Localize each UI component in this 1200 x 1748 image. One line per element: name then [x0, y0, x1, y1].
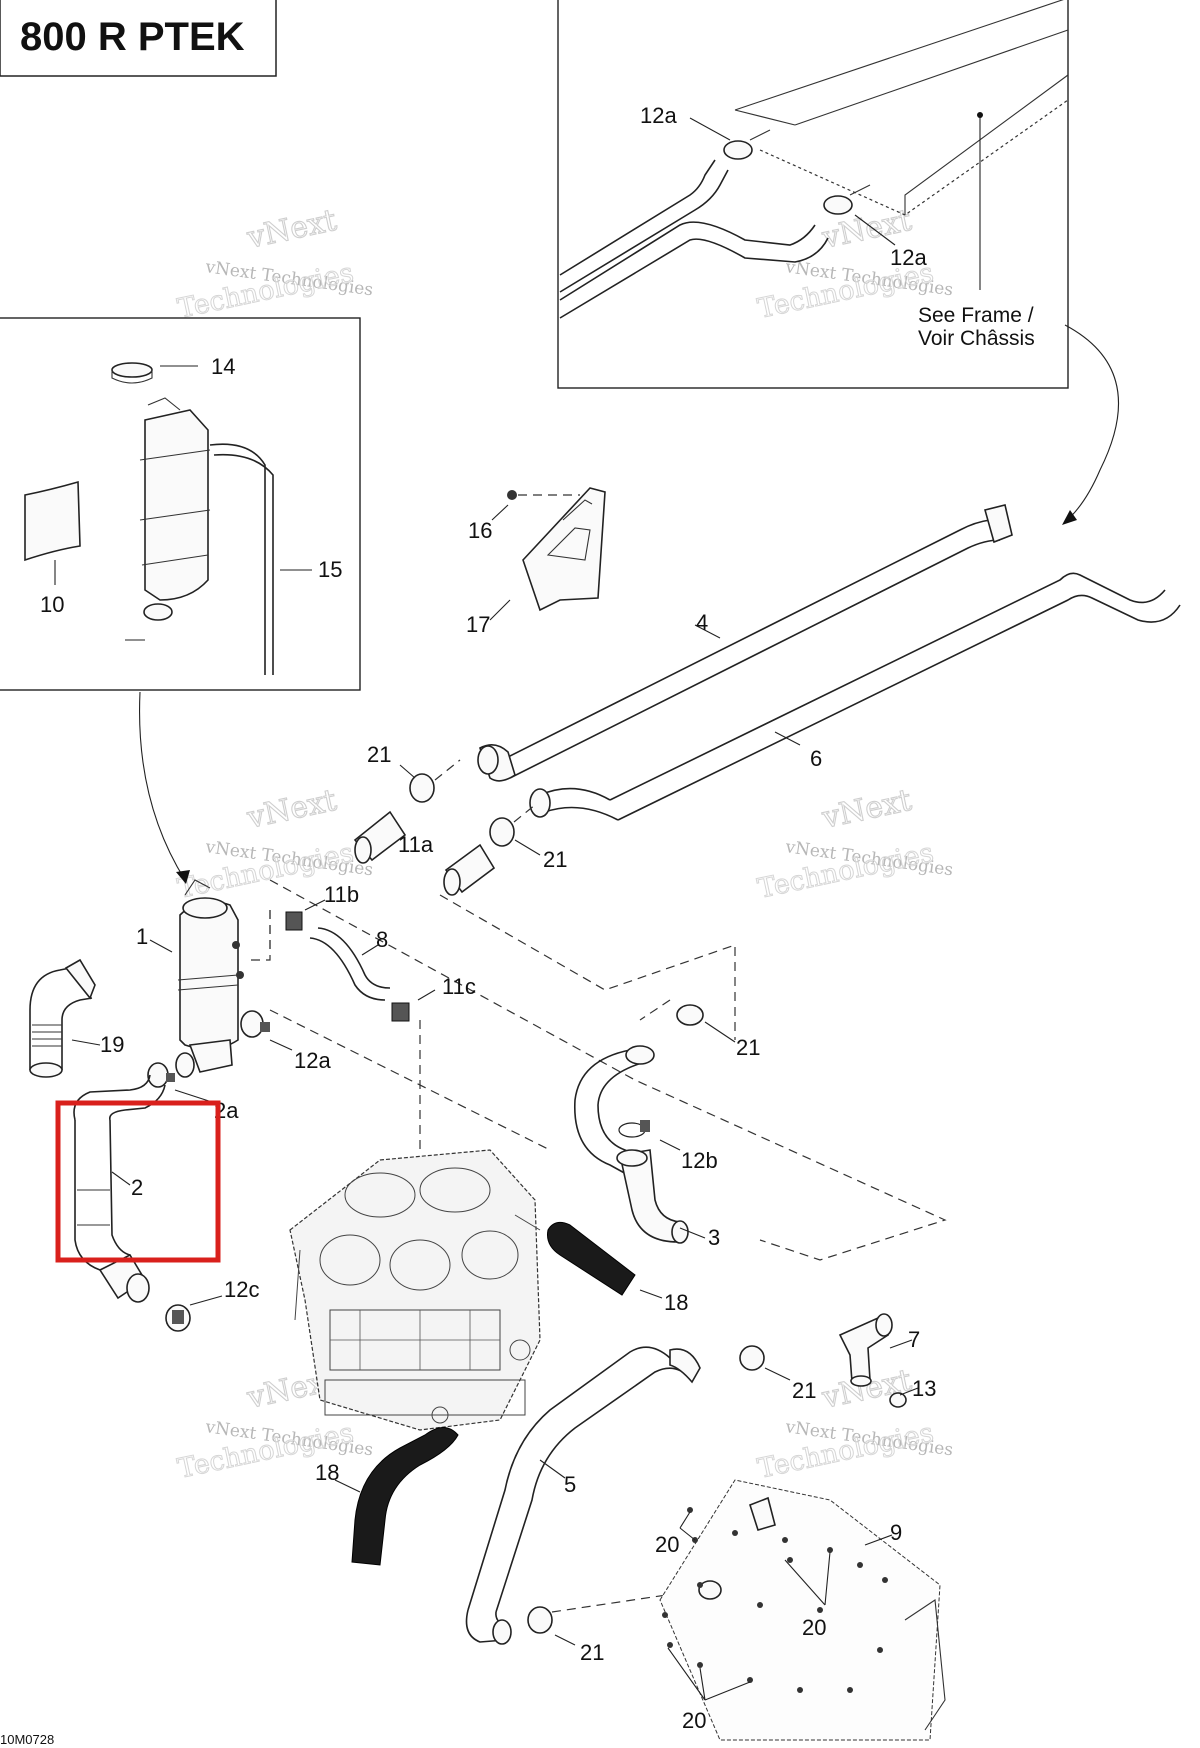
- clamp-12c: 12c: [165, 1277, 259, 1332]
- hose-19: 19: [29, 958, 124, 1078]
- callout-11a: 11a: [398, 832, 434, 857]
- callout-9: 9: [890, 1520, 902, 1545]
- callout-12a-top-2: 12a: [890, 245, 927, 270]
- callout-12c: 12c: [224, 1277, 259, 1302]
- hose-18-lower: 18: [315, 1427, 459, 1566]
- callout-19: 19: [100, 1032, 124, 1057]
- callout-4: 4: [696, 610, 708, 635]
- connect-line-5: [639, 999, 671, 1021]
- callout-18-lower: 18: [315, 1460, 339, 1485]
- clamp-21-lower: 21: [739, 1345, 816, 1403]
- callout-15: 15: [318, 557, 342, 582]
- callout-3: 3: [708, 1225, 720, 1250]
- callout-12a-top-1: 12a: [640, 103, 677, 128]
- callout-18-upper: 18: [664, 1290, 688, 1315]
- callout-20-lower: 20: [682, 1708, 706, 1733]
- callout-6: 6: [810, 746, 822, 771]
- hose-18-upper: 18: [547, 1221, 688, 1315]
- highlight-box: [55, 1100, 221, 1263]
- svg-text:vNext: vNext: [243, 203, 339, 256]
- hose-3: 21 12b 3: [574, 1004, 760, 1250]
- bracket-assembly: 16 17: [466, 487, 606, 637]
- coupler-11a-right: 21: [443, 804, 567, 896]
- engine-block: [289, 1149, 541, 1431]
- connect-line-3: [269, 1009, 551, 1151]
- coupler-11a-left: 21 11a: [353, 742, 461, 864]
- frame-arrow-head: [1062, 510, 1077, 525]
- svg-text:vNext: vNext: [818, 783, 914, 836]
- callout-12a-mid: 12a: [294, 1048, 331, 1073]
- tank-1: 1: [136, 879, 244, 1078]
- callout-21-top-right: 21: [543, 847, 567, 872]
- connect-line-6: [250, 910, 271, 961]
- callout-5: 5: [564, 1472, 576, 1497]
- callout-14: 14: [211, 354, 235, 379]
- connect-line-1: [439, 894, 736, 1040]
- image-code: 10M0728: [0, 1732, 54, 1747]
- callout-8: 8: [376, 927, 388, 952]
- callout-2: 2: [131, 1175, 143, 1200]
- panel-9: 9 20 20 20: [655, 1479, 946, 1741]
- title-box: 800 R PTEK: [0, 0, 277, 77]
- callout-16: 16: [468, 518, 492, 543]
- frame-inset: 12a 12a See Frame / Voir Châssis: [557, 0, 1069, 389]
- callout-21-mid: 21: [736, 1035, 760, 1060]
- frame-note-line2: Voir Châssis: [918, 327, 1035, 350]
- tube-4: 4: [477, 504, 1013, 782]
- callout-20-middle: 20: [802, 1615, 826, 1640]
- callout-12b: 12b: [681, 1148, 718, 1173]
- callout-13: 13: [912, 1376, 936, 1401]
- svg-text:vNext: vNext: [243, 783, 339, 836]
- tube-6: 6: [529, 572, 1181, 821]
- callout-11c: 11c: [442, 974, 476, 999]
- hose-2: 2: [73, 1074, 166, 1303]
- callout-1: 1: [136, 924, 148, 949]
- reservoir-inset: 14 15 10: [0, 317, 361, 691]
- reservoir-arrow: [139, 691, 186, 881]
- callout-21-bottom: 21: [580, 1640, 604, 1665]
- frame-arrow: [1064, 324, 1120, 523]
- callout-17: 17: [466, 612, 490, 637]
- watermark-mid-right: vNext vNext Technologies Technologies: [755, 782, 955, 905]
- tee-7: 7 13: [838, 1313, 936, 1408]
- frame-note-line1: See Frame /: [918, 304, 1034, 327]
- callout-7: 7: [908, 1327, 920, 1352]
- watermark-top-left: vNext vNext Technologies Technologies: [175, 202, 375, 325]
- connect-line-2: [269, 879, 947, 1261]
- diagram-title: 800 R PTEK: [20, 15, 245, 59]
- callout-11b: 11b: [324, 882, 359, 907]
- callout-21-top-left: 21: [367, 742, 391, 767]
- callout-21-lower: 21: [792, 1378, 816, 1403]
- callout-20-upper: 20: [655, 1532, 679, 1557]
- reservoir-arrow-head: [176, 870, 190, 884]
- callout-10: 10: [40, 592, 64, 617]
- hose-8: 11b 8 11c: [269, 882, 476, 1022]
